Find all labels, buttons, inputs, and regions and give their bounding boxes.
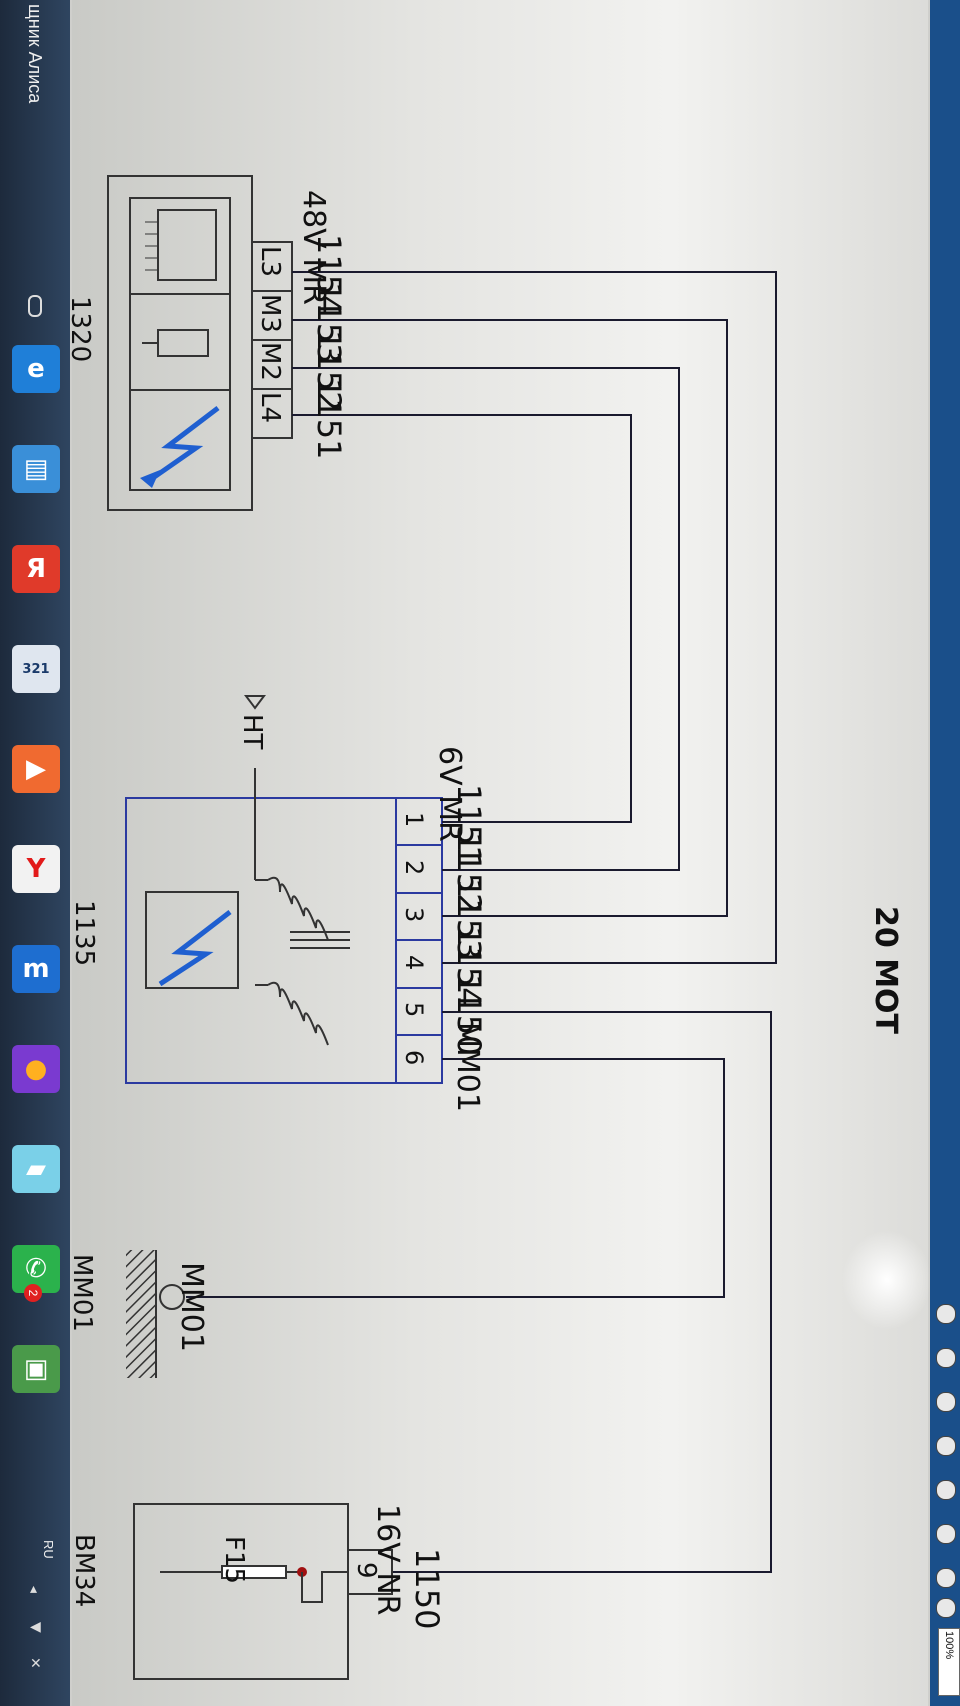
fuse-icon [160,1565,348,1603]
wire-mm01 [186,1058,725,1298]
media-icon[interactable]: ▶ [12,745,60,793]
wire-label-1152-b: 1152 [450,832,488,913]
yandex-icon[interactable]: Я [12,545,60,593]
diagram-title: 20 MOT [868,906,903,1035]
wire-label-1151-a: 1151 [310,378,348,459]
component-1135[interactable] [125,794,397,1084]
monitor-icon[interactable]: ▣ [12,1345,60,1393]
toolbar-button[interactable] [936,1524,956,1544]
ref-1320: 1320 [65,296,95,362]
wire-label-1153-b: 1153 [450,878,488,959]
wire-1154 [292,271,777,964]
files-icon[interactable]: ▤ [12,445,60,493]
diagram-area [72,0,932,1706]
ht-output-arrow [244,695,266,796]
wire-label-1150-c: 1150 [408,1548,446,1629]
pin-3: 3 [400,907,428,922]
pin-2: 2 [400,860,428,875]
component-1320[interactable] [107,175,253,511]
pin-m2: M2 [255,342,285,381]
pin-l4: L4 [255,392,285,423]
connector-1320-pins [251,241,293,439]
connector-bm34-label: 16V NR [370,1504,405,1616]
toolbar-button[interactable] [936,1392,956,1412]
coil-icon [254,794,350,1046]
app-m-icon[interactable]: m [12,945,60,993]
toolbar-button[interactable] [936,1436,956,1456]
microphone-icon[interactable] [28,295,42,317]
search-icon[interactable] [936,1598,956,1618]
wire-label-1152-a: 1152 [310,330,348,411]
viewer-toolbar [930,0,960,1706]
pin-9: 9 [351,1562,381,1579]
tray-arrow-icon[interactable]: ▴ [30,1580,38,1596]
toolbar-button[interactable] [936,1304,956,1324]
wire-1151 [292,414,632,823]
connector-1135-pins [395,797,443,1084]
connector-1320-label: 48V MR [296,190,331,305]
lightning-icon [158,910,232,987]
wire-label-1154-b: 1154 [450,926,488,1007]
ht-label: HT [237,714,267,750]
pin-5: 5 [400,1002,428,1017]
zoom-level-field[interactable]: 100% [938,1628,960,1696]
wire-1150 [392,1011,772,1573]
wire-label-1151-b: 1151 [450,784,488,865]
wire-label-mm01-b: MM01 [450,1022,485,1112]
connector-1135-label: 6V MR [432,746,467,842]
taskbar: щник Алиса e ▤ Я 321 ▶ Y m ● ▰ ✆ 2 ▣ RU … [0,0,70,1706]
network-icon[interactable]: ✕ [30,1655,42,1671]
ecu-chip-icon [145,209,217,281]
wire-label-1150-b: 1150 [450,974,488,1055]
lightning-icon [140,406,220,488]
pin-1: 1 [400,812,428,827]
ref-1135: 1135 [69,900,99,966]
pin-m3: M3 [255,294,285,333]
speaker-icon[interactable]: ◀ [30,1618,41,1634]
component-bm34[interactable] [133,1503,393,1680]
sensor-icon [142,329,209,357]
zoom-in-button[interactable] [936,1568,956,1588]
toolbar-button[interactable] [936,1348,956,1368]
pin-l3: L3 [255,246,285,277]
calendar-icon[interactable]: 321 [12,645,60,693]
toolbar-button[interactable] [936,1480,956,1500]
wire-1152 [292,367,680,871]
pin-4: 4 [400,955,428,970]
wire-label-1153-a: 1153 [310,282,348,363]
ground-ref: MM01 [67,1254,97,1332]
firefox-icon[interactable]: ● [12,1045,60,1093]
ie-icon[interactable]: e [12,345,60,393]
screen-glare [842,1230,932,1330]
pin-6: 6 [400,1050,428,1065]
ref-bm34: BM34 [69,1534,99,1607]
yandex-browser-icon[interactable]: Y [12,845,60,893]
folder-icon[interactable]: ▰ [12,1145,60,1193]
ground-label: MM01 [174,1262,209,1352]
fuse-label: F15 [219,1536,249,1584]
wires [186,271,777,1573]
ground-symbol [126,1250,185,1378]
wire-1153 [292,319,728,917]
wire-label-1154-a: 1154 [310,234,348,315]
